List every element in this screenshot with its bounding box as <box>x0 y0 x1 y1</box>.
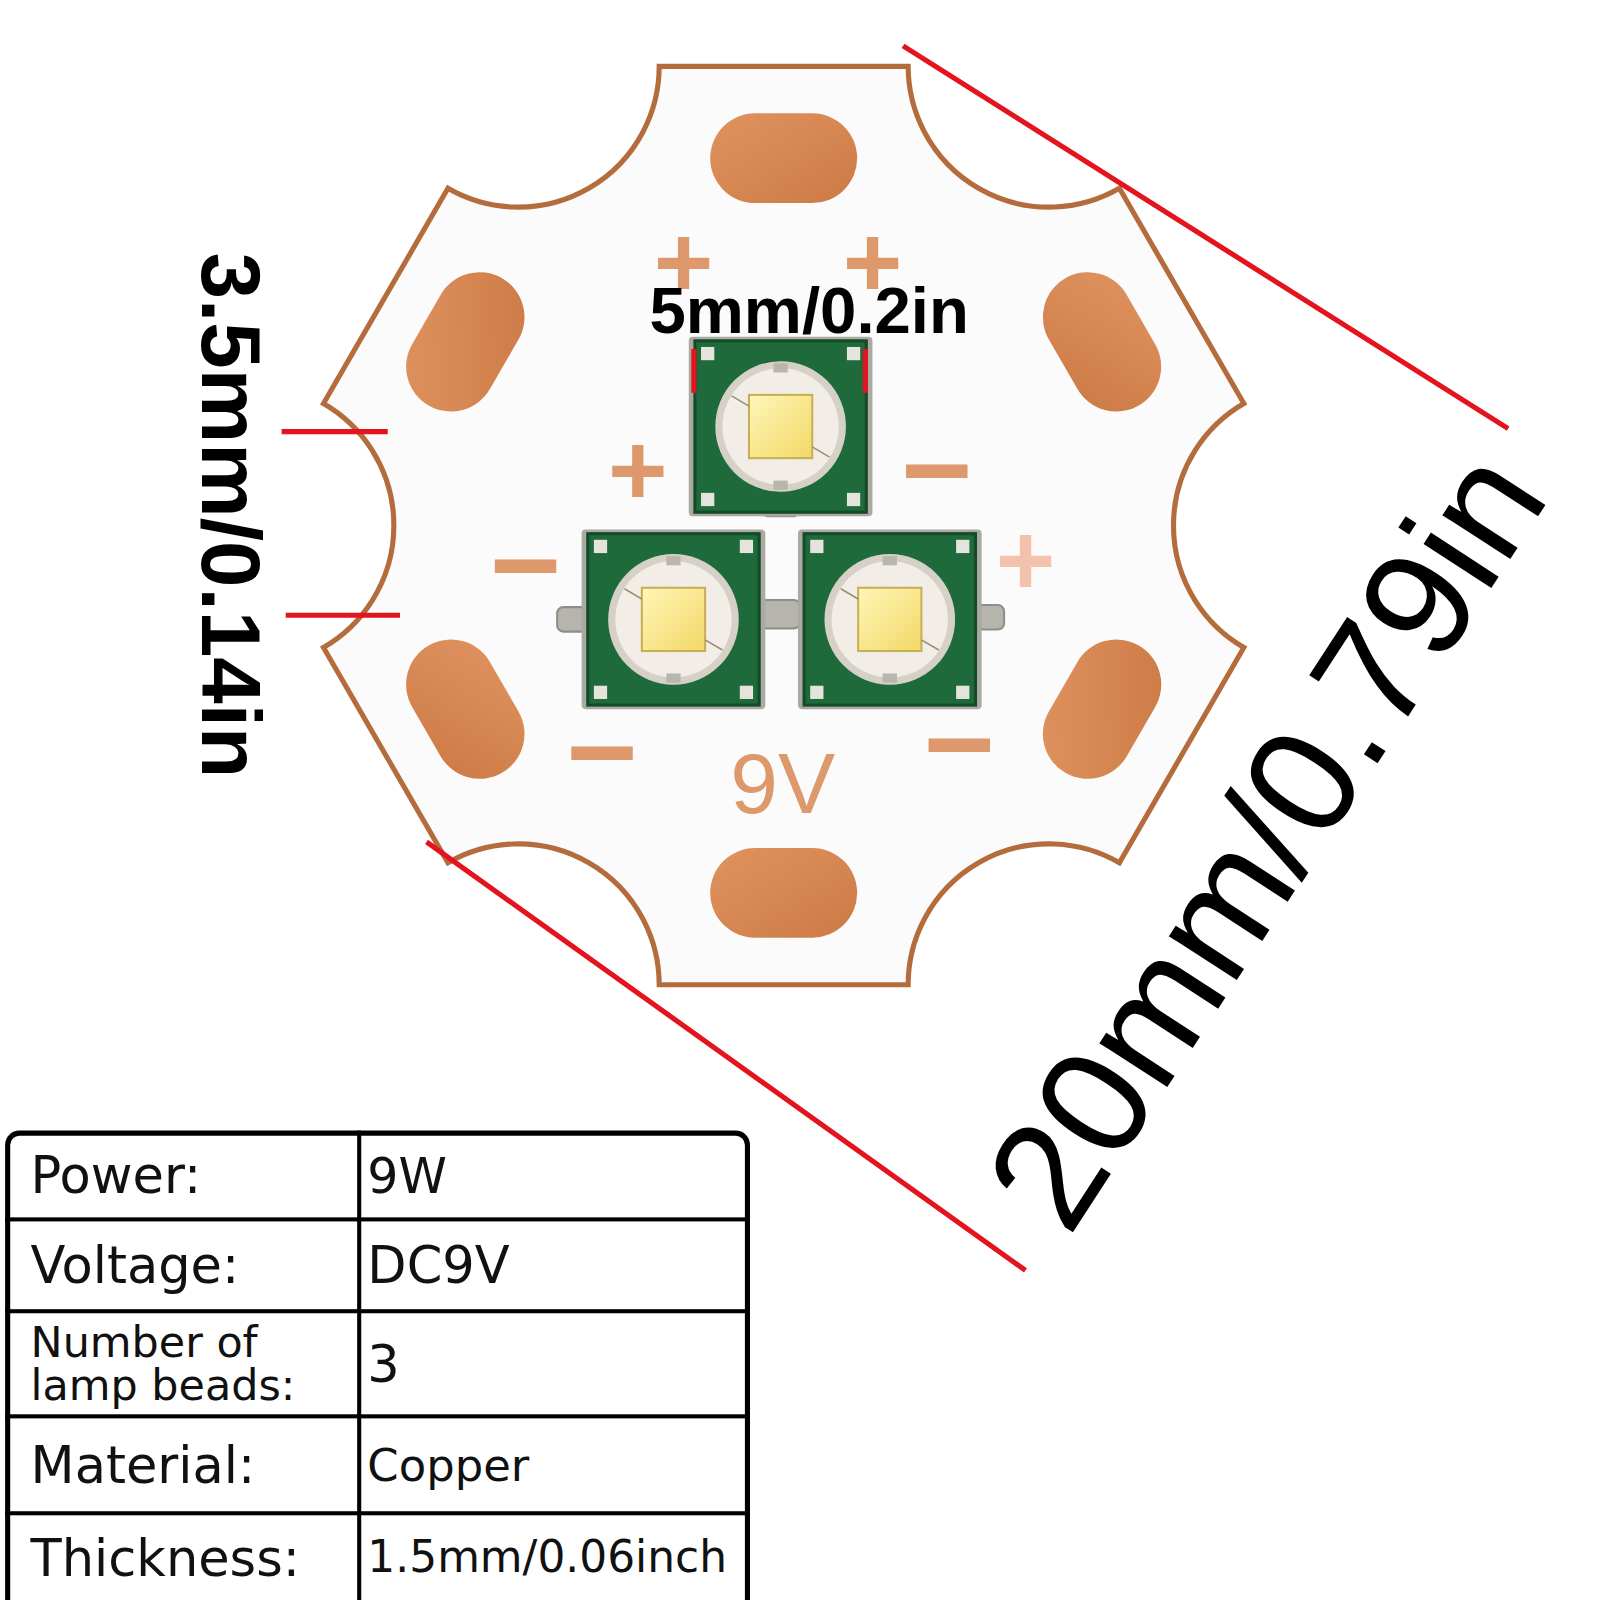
dimension-tick <box>863 349 868 393</box>
table-cell: Thickness: <box>31 1515 355 1600</box>
spec-name: Power: <box>31 1149 202 1200</box>
table-cell: 1.5mm/0.06inch <box>367 1515 745 1600</box>
copper-pad <box>1026 256 1177 428</box>
dimension-tick <box>691 349 696 393</box>
table-rule <box>5 1414 750 1418</box>
dimension-label: 3.5mm/0.14in <box>189 253 273 779</box>
polarity-mark: − <box>490 503 562 625</box>
dimension-line <box>427 842 1026 1271</box>
spec-value: DC9V <box>367 1240 509 1291</box>
led-chip <box>582 530 766 710</box>
spec-name: Material: <box>31 1439 255 1490</box>
table-cell: 3 <box>367 1313 745 1414</box>
spec-value: 1.5mm/0.06inch <box>367 1536 727 1580</box>
table-cell: Voltage: <box>31 1221 355 1309</box>
copper-pad <box>710 848 857 938</box>
dimension-line <box>903 46 1508 429</box>
dimension-tick <box>286 613 400 618</box>
spec-name: Thickness: <box>31 1532 300 1583</box>
spec-value: 9W <box>367 1151 447 1200</box>
spec-value: Copper <box>367 1442 529 1487</box>
copper-pad <box>390 623 541 795</box>
table-cell: Number of lamp beads: <box>31 1313 355 1414</box>
polarity-mark: − <box>566 690 638 812</box>
led-chip <box>689 337 873 517</box>
spec-name: Number of lamp beads: <box>31 1321 355 1407</box>
board-outline <box>323 66 1243 984</box>
table-cell: 9W <box>367 1133 745 1218</box>
dimension-tick <box>282 429 388 434</box>
table-cell: Copper <box>367 1418 745 1511</box>
spec-value: 3 <box>367 1338 399 1389</box>
copper-pad <box>390 256 541 428</box>
voltage-mark: 9V <box>730 741 835 827</box>
polarity-mark: + <box>608 418 668 520</box>
dimension-label: 5mm/0.2in <box>649 278 968 343</box>
copper-pads <box>390 113 1178 937</box>
copper-pad <box>710 113 857 203</box>
spec-name: Voltage: <box>31 1240 240 1291</box>
polarity-mark: + <box>996 508 1056 610</box>
table-rule <box>357 1131 361 1600</box>
table-cell: Power: <box>31 1133 355 1218</box>
polarity-mark: − <box>923 682 995 804</box>
copper-pad <box>1026 623 1177 795</box>
table-rule <box>5 1511 750 1515</box>
table-cell: Material: <box>31 1418 355 1511</box>
table-rule <box>5 1309 750 1313</box>
table-rule <box>5 1217 750 1221</box>
table-cell: DC9V <box>367 1221 745 1309</box>
polarity-mark: − <box>901 408 973 530</box>
